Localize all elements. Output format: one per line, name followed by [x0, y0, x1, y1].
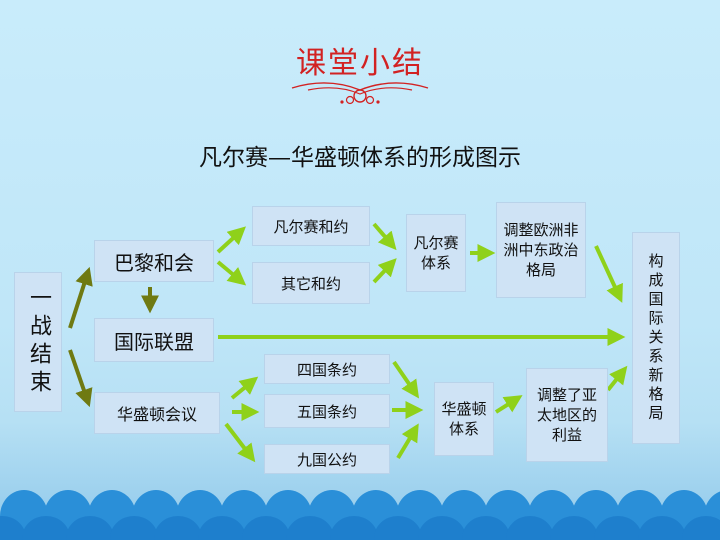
node-new-international-order: 构成国际关系新格局 [632, 232, 680, 444]
wave-scallop [110, 516, 158, 540]
arrow-washington-system-to-asia [494, 395, 523, 414]
wave-scallop [198, 516, 246, 540]
wave-scallop [22, 516, 70, 540]
node-washington-conference: 华盛顿会议 [94, 392, 220, 434]
arrow-washington-to-nine-power [224, 422, 256, 463]
arrow-europe-to-new-order [594, 245, 623, 303]
node-four-power-treaty: 四国条约 [264, 354, 390, 384]
arrow-paris-to-other-treaties [216, 260, 247, 286]
node-versailles-treaty: 凡尔赛和约 [252, 206, 370, 246]
arrow-other-treaties-to-system [372, 258, 397, 284]
arrow-end-to-washington [68, 349, 93, 408]
node-adjust-europe-africa: 调整欧洲非洲中东政治格局 [496, 202, 586, 298]
arrow-washington-to-four-power [230, 376, 259, 400]
node-adjust-asia-pacific: 调整了亚太地区的利益 [526, 368, 608, 462]
wave-scallop [374, 516, 422, 540]
wave-scallop [154, 516, 202, 540]
wave-scallop [242, 516, 290, 540]
arrow-asia-to-new-order [606, 365, 628, 392]
arrow-end-to-paris [68, 266, 93, 329]
node-league-of-nations: 国际联盟 [94, 318, 214, 362]
node-washington-system: 华盛顿体系 [434, 382, 494, 456]
node-versailles-system: 凡尔赛体系 [406, 214, 466, 292]
diagram-subtitle: 凡尔赛—华盛顿体系的形成图示 [199, 145, 521, 171]
wave-scallop [550, 516, 598, 540]
wave-scallop [462, 516, 510, 540]
arrow-paris-to-versailles-treaty [216, 226, 246, 254]
wave-scallop [594, 516, 642, 540]
node-nine-power-treaty: 九国公约 [264, 444, 390, 474]
arrow-four-power-to-system [392, 360, 420, 399]
node-end-of-war: 一战结束 [14, 272, 62, 412]
wave-scallop [682, 516, 720, 540]
wave-scallop [506, 516, 554, 540]
wave-scallop [66, 516, 114, 540]
node-other-treaties: 其它和约 [252, 262, 370, 304]
node-paris-conference: 巴黎和会 [94, 240, 214, 282]
slide-title: 课堂小结 [296, 46, 424, 81]
node-five-power-treaty: 五国条约 [264, 394, 390, 428]
arrow-versailles-treaty-to-system [372, 222, 397, 251]
wave-scallop [638, 516, 686, 540]
wave-scallop [286, 516, 334, 540]
ornament-flourish [291, 82, 429, 105]
arrow-nine-power-to-system [396, 423, 419, 460]
wave-scallop [330, 516, 378, 540]
wave-scallop [0, 516, 26, 540]
wave-scallop [418, 516, 466, 540]
